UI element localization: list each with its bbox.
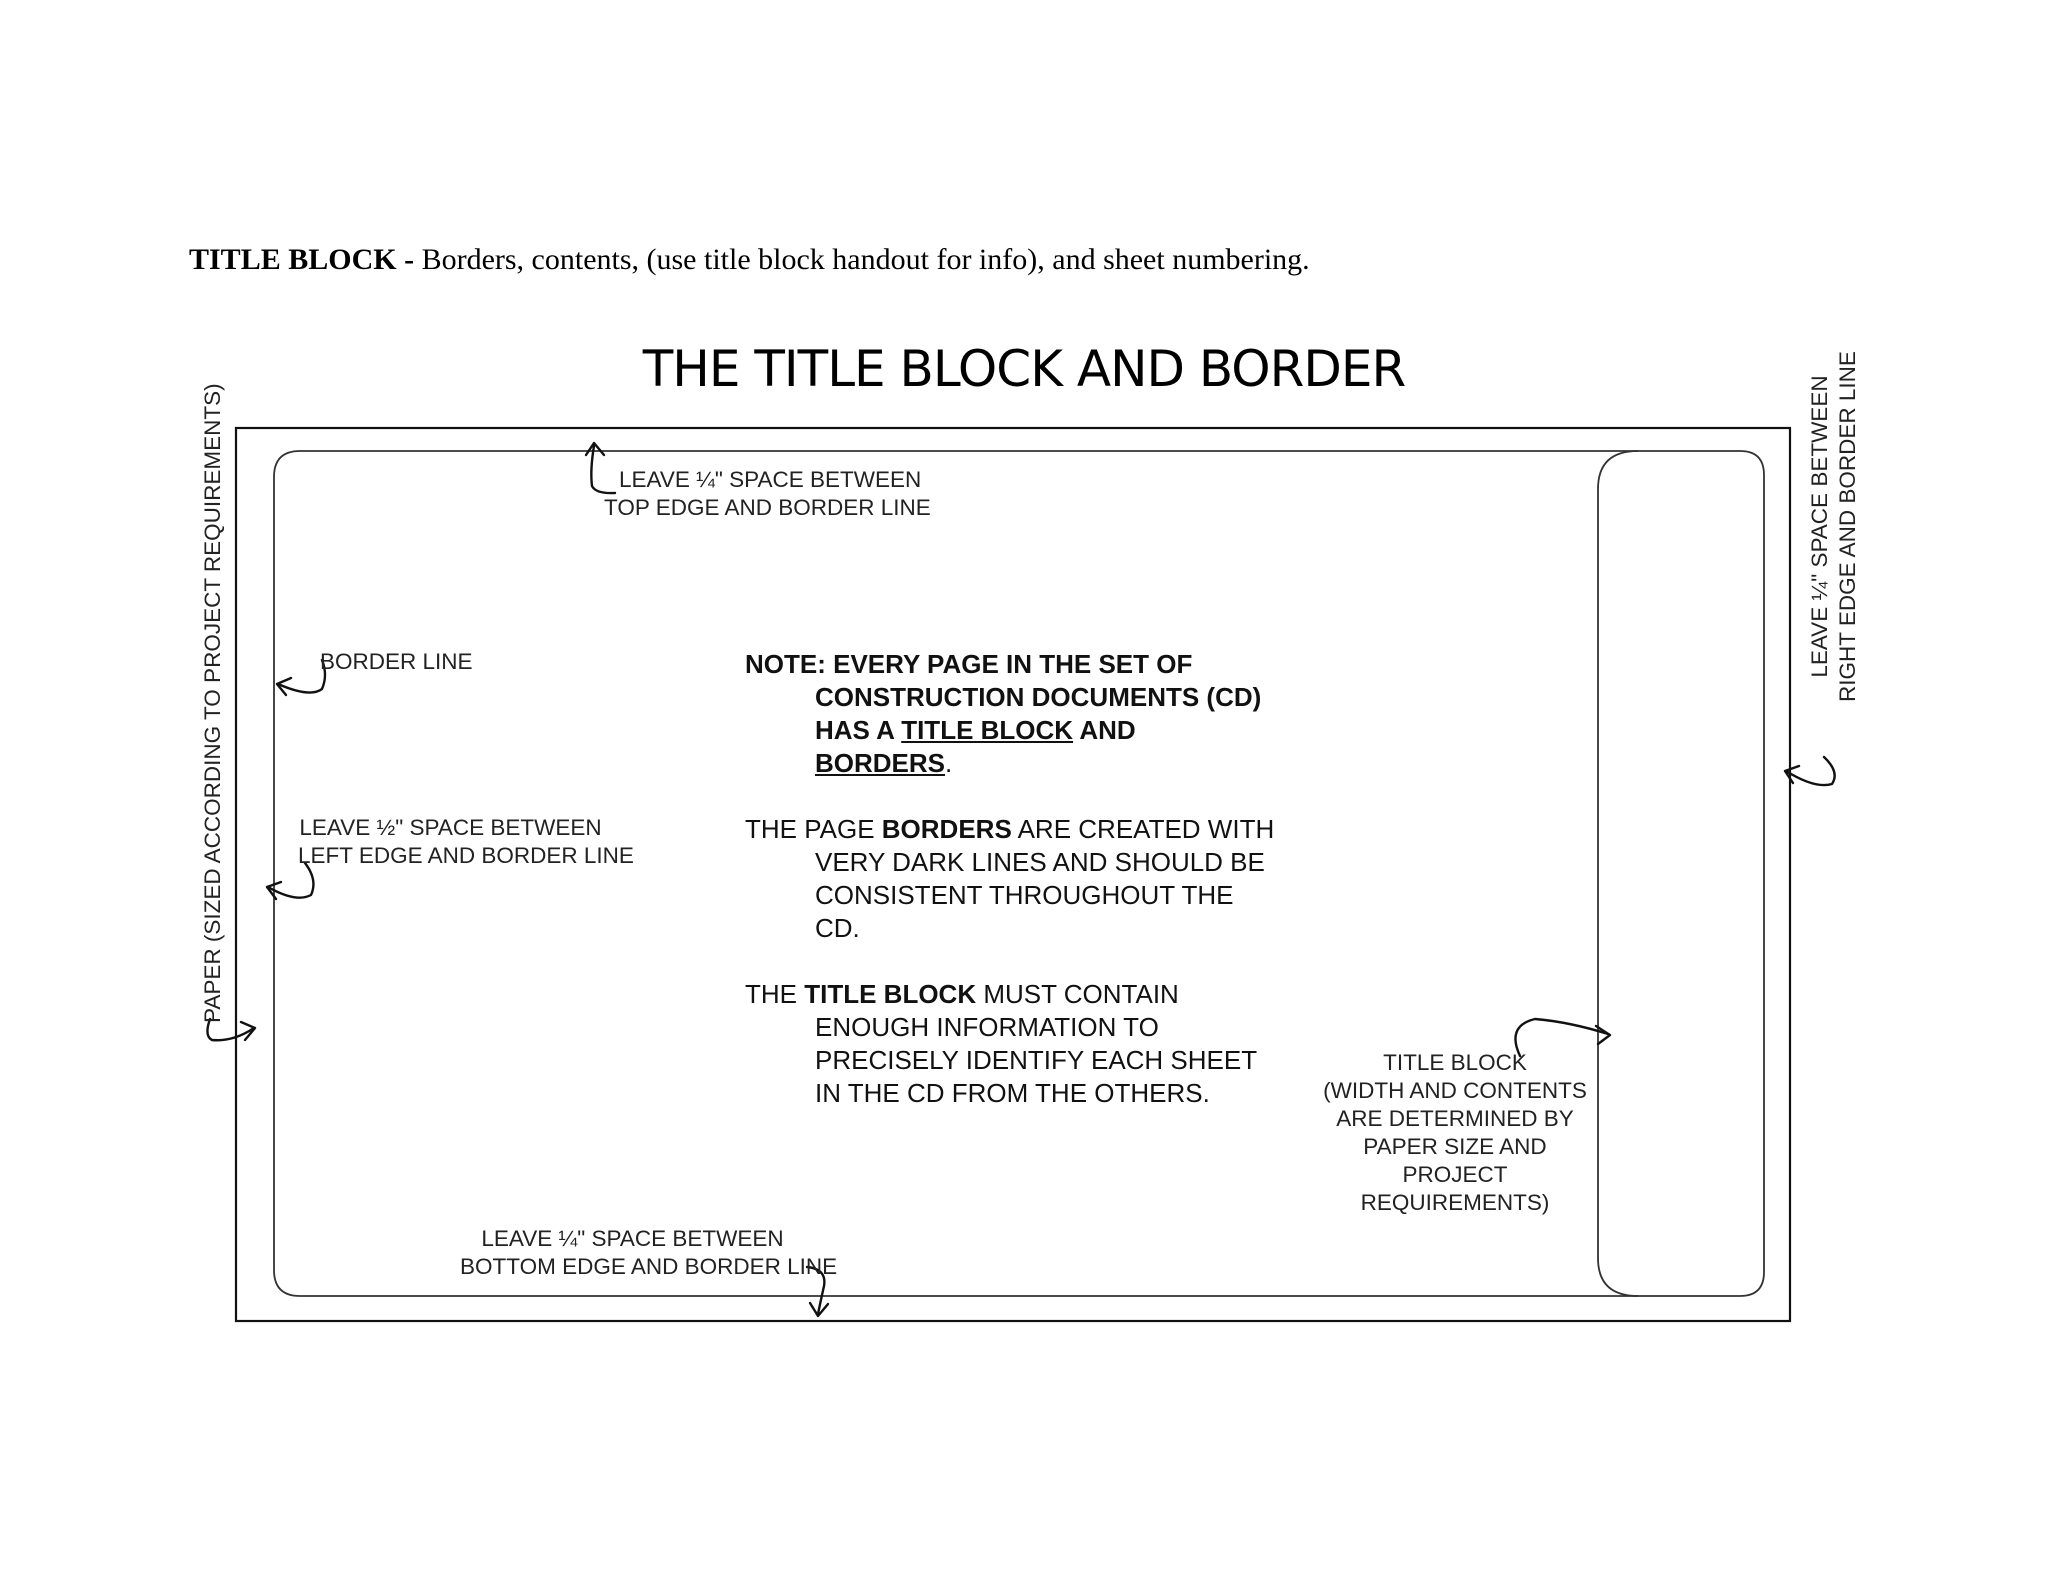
note-p3-line2: ENOUGH INFORMATION TO (815, 1012, 1159, 1042)
note-p3-b: TITLE BLOCK (804, 979, 977, 1009)
bottom-edge-label-line1: LEAVE ¼" SPACE BETWEEN (481, 1226, 784, 1251)
note-p1-line3-b: AND (1073, 715, 1136, 745)
right-edge-arrow (1784, 755, 1836, 787)
title-block-arrow (1514, 1017, 1610, 1058)
right-edge-arrow-head (1783, 764, 1801, 785)
left-edge-arrow-head (265, 880, 283, 901)
note-p2-line1: THE PAGE BORDERS ARE CREATED WITH (745, 813, 1274, 846)
note-text: NOTE: EVERY PAGE IN THE SET OF CONSTRUCT… (745, 648, 1274, 1110)
border-line-arrow (276, 658, 327, 694)
paper-label: PAPER (SIZED ACCORDING TO PROJECT REQUIR… (200, 383, 225, 1023)
top-edge-label-line1: LEAVE ¼" SPACE BETWEEN (619, 467, 922, 492)
note-borders-underlined: BORDERS (815, 748, 946, 778)
heading-bold: TITLE BLOCK - (189, 243, 415, 276)
title-block-label-line1: TITLE BLOCK (1383, 1050, 1527, 1075)
note-p3-line4: IN THE CD FROM THE OTHERS. (815, 1078, 1210, 1108)
note-p3-c: MUST CONTAIN (976, 979, 1179, 1009)
note-p1-line3-a: HAS A (815, 715, 902, 745)
note-p3-a: THE (745, 979, 805, 1009)
note-p1-line4: BORDERS. (745, 747, 1274, 780)
note-p1-line4-end: . (945, 748, 953, 778)
note-p2-a: THE PAGE (745, 814, 882, 844)
note-p1-line2-text: CONSTRUCTION DOCUMENTS (CD) (815, 682, 1262, 712)
top-edge-label: LEAVE ¼" SPACE BETWEEN TOP EDGE AND BORD… (604, 466, 931, 522)
right-edge-label: LEAVE ¼" SPACE BETWEEN RIGHT EDGE AND BO… (1806, 351, 1862, 702)
title-block-label-line3: ARE DETERMINED BY (1336, 1106, 1574, 1131)
diagram-title: THE TITLE BLOCK AND BORDER (642, 340, 1406, 398)
title-block-label-line5: PROJECT (1402, 1162, 1508, 1187)
border-line (273, 450, 1765, 1297)
note-p1-line2: CONSTRUCTION DOCUMENTS (CD) (745, 681, 1274, 714)
bottom-edge-arrow-head (808, 1301, 830, 1318)
note-p2-b: BORDERS (881, 814, 1012, 844)
top-edge-label-line2: TOP EDGE AND BORDER LINE (604, 495, 931, 520)
title-block-arrow-head (1594, 1024, 1612, 1046)
title-block-label-line6: REQUIREMENTS) (1360, 1190, 1550, 1215)
top-edge-arrow (590, 444, 617, 495)
paper-arrow (206, 1017, 256, 1042)
title-block-outline (1597, 450, 1639, 1297)
note-p2-line3: CONSISTENT THROUGHOUT THE (815, 880, 1234, 910)
right-edge-label-line2: RIGHT EDGE AND BORDER LINE (1835, 351, 1860, 702)
note-p2-c: ARE CREATED WITH (1011, 814, 1275, 844)
note-p3-line3: PRECISELY IDENTIFY EACH SHEET (815, 1045, 1258, 1075)
note-lead: NOTE: EVERY PAGE IN THE SET OF (745, 649, 1193, 679)
top-edge-arrow-head (584, 441, 606, 457)
left-edge-label-line2: LEFT EDGE AND BORDER LINE (298, 843, 634, 868)
title-block-label-line4: PAPER SIZE AND (1363, 1134, 1547, 1159)
bottom-edge-label-line2: BOTTOM EDGE AND BORDER LINE (460, 1254, 838, 1279)
note-p3-line1: THE TITLE BLOCK MUST CONTAIN (745, 978, 1274, 1011)
bottom-edge-arrow (805, 1265, 826, 1316)
heading-rest: Borders, contents, (use title block hand… (414, 243, 1310, 276)
bottom-edge-label: LEAVE ¼" SPACE BETWEEN BOTTOM EDGE AND B… (460, 1225, 838, 1281)
left-edge-label-line1: LEAVE ½" SPACE BETWEEN (299, 815, 602, 840)
border-line-label: BORDER LINE (320, 649, 473, 674)
paper-outline (234, 426, 1792, 1323)
note-p2-line2: VERY DARK LINES AND SHOULD BE (815, 847, 1265, 877)
title-block-label-line2: (WIDTH AND CONTENTS (1323, 1078, 1587, 1103)
note-title-block-underlined: TITLE BLOCK (901, 715, 1074, 745)
border-line-arrow-head (275, 676, 293, 697)
title-block-label: TITLE BLOCK (WIDTH AND CONTENTS ARE DETE… (1320, 1049, 1590, 1217)
page-heading: TITLE BLOCK - Borders, contents, (use ti… (189, 243, 1310, 277)
left-edge-arrow (266, 861, 315, 899)
right-edge-label-line1: LEAVE ¼" SPACE BETWEEN (1807, 375, 1832, 678)
left-edge-label: LEAVE ½" SPACE BETWEEN LEFT EDGE AND BOR… (298, 814, 634, 870)
note-p1-line3: HAS A TITLE BLOCK AND (745, 714, 1274, 747)
paper-arrow-head (239, 1020, 257, 1042)
note-p1-line1: NOTE: EVERY PAGE IN THE SET OF (745, 648, 1274, 681)
note-p2-line4: CD. (815, 913, 860, 943)
